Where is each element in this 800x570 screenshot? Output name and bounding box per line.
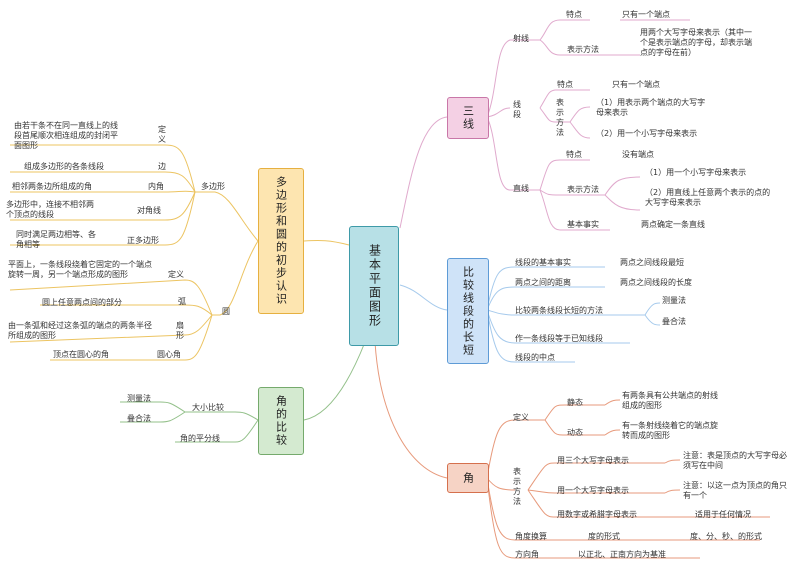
angle-definition-label[interactable]: 定义 [513,413,529,422]
angle-size-compare-label[interactable]: 大小比较 [192,403,224,412]
angle-dynamic-label[interactable]: 动态 [567,428,583,437]
construct-segment[interactable]: 作一条线段等于已知线段 [515,334,603,343]
polygon-angle[interactable]: 相邻两条边所组成的角 [12,182,92,191]
distance-label[interactable]: 两点之间的距离 [515,278,571,287]
connector-center-sanxian [399,116,448,229]
angle-compare-overlap[interactable]: 叠合法 [127,414,151,423]
center-topic[interactable]: 基本平面图形 [349,226,399,346]
angle-notation-2-note[interactable]: 注意：以这一点为顶点的角只有一个 [683,481,787,500]
line-fact[interactable]: 两点确定一条直线 [641,220,705,229]
ray-feature[interactable]: 只有一个端点 [622,10,670,19]
line-notation-label[interactable]: 表示方法 [567,185,599,194]
segment-feature[interactable]: 只有一个端点 [612,80,660,89]
segment-fact[interactable]: 两点之间线段最短 [620,258,684,267]
arc-label[interactable]: 弧 [178,297,186,306]
angle-dynamic-text[interactable]: 有一条射线绕着它的端点旋转而成的图形 [622,421,718,440]
compare-method-overlap[interactable]: 叠合法 [662,317,686,326]
angle-static-label[interactable]: 静态 [567,398,583,407]
central-angle[interactable]: 顶点在圆心的角 [53,350,109,359]
line-feature[interactable]: 没有端点 [622,150,654,159]
branch-jiaobijiao[interactable]: 角的比较 [258,387,304,455]
arc[interactable]: 圆上任意两点间的部分 [42,298,122,307]
ray-feature-label[interactable]: 特点 [566,10,582,19]
line-fact-label[interactable]: 基本事实 [567,220,599,229]
angle-notation-1-note[interactable]: 注意：表是顶点的大写字母必须写在中间 [683,451,787,470]
angle-notation-3-note[interactable]: 适用于任何情况 [695,510,751,519]
branch-jiao[interactable]: 角 [447,463,489,493]
sector-label[interactable]: 扇形 [176,321,184,340]
segment-notation-label[interactable]: 表示方法 [556,98,564,137]
line-feature-label[interactable]: 特点 [566,150,582,159]
branch-duobian[interactable]: 多边形和圆的初步认识 [258,168,304,314]
segment-method-1[interactable]: （1）用表示两个端点的大写字母来表示 [596,98,706,117]
jiao-connectors [486,399,770,559]
polygon-side-label[interactable]: 边 [158,162,166,171]
direction-angle-label[interactable]: 方向角 [515,550,539,559]
ray-notation[interactable]: 用两个大写字母来表示（其中一个是表示端点的字母，却表示端点的字母在前） [640,28,752,57]
polygon-label[interactable]: 多边形 [201,182,225,191]
angle-notation-label[interactable]: 表示方法 [513,467,521,506]
bijiao-connectors [486,266,661,363]
segment-feature-label[interactable]: 特点 [557,80,573,89]
angle-conversion-label[interactable]: 角度换算 [515,532,547,541]
circle-def-label[interactable]: 定义 [168,270,184,279]
polygon-def-label[interactable]: 定义 [158,125,166,144]
polygon-angle-label[interactable]: 内角 [148,182,164,191]
connector-center-jiao [374,341,448,479]
polygon-regular[interactable]: 同时满足两边相等、各角相等 [16,230,96,249]
line-label[interactable]: 直线 [513,184,529,193]
jiaobijiao-connectors [120,401,259,443]
distance[interactable]: 两点之间线段的长度 [620,278,692,287]
branch-bijiao[interactable]: 比较线段的长短 [447,258,489,364]
circle-def[interactable]: 平面上，一条线段绕着它固定的一个端点旋转一周，另一个端点形成的图形 [8,260,152,279]
angle-notation-1[interactable]: 用三个大写字母表示 [557,456,629,465]
sector[interactable]: 由一条弧和经过这条弧的端点的两条半径所组成的图形 [8,321,152,340]
polygon-side[interactable]: 组成多边形的各条线段 [24,162,104,171]
polygon-regular-label[interactable]: 正多边形 [127,236,159,245]
connector-center-jiaobijiao [303,341,366,421]
angle-bisector[interactable]: 角的平分线 [180,434,220,443]
duobian-connectors [9,144,259,361]
direction-angle[interactable]: 以正北、正南方向为基准 [578,550,666,559]
compare-method-label[interactable]: 比较两条线段长短的方法 [515,306,603,315]
circle-label[interactable]: 圆 [222,307,230,316]
compare-method-measure[interactable]: 测量法 [662,296,686,305]
polygon-diagonal-label[interactable]: 对角线 [137,206,161,215]
polygon-def[interactable]: 由若干条不在同一直线上的线段首尾顺次相连组成的封闭平面图形 [14,121,118,150]
segment-fact-label[interactable]: 线段的基本事实 [515,258,571,267]
angle-conversion-form[interactable]: 度的形式 [588,532,620,541]
central-angle-label[interactable]: 圆心角 [157,350,181,359]
ray-notation-label[interactable]: 表示方法 [567,45,599,54]
line-method-2[interactable]: （2）用直线上任意两个表示的点的大写字母来表示 [645,188,771,207]
segment-method-2[interactable]: （2）用一个小写字母来表示 [596,129,698,138]
ray-label[interactable]: 射线 [513,34,529,43]
angle-static-text[interactable]: 有两条具有公共端点的射线组成的图形 [622,391,718,410]
angle-compare-measure[interactable]: 测量法 [127,394,151,403]
branch-sanxian[interactable]: 三线 [447,97,489,139]
connector-center-bijiao [399,284,448,311]
segment-label[interactable]: 线段 [513,100,521,119]
sanxian-connectors [486,19,690,231]
angle-conversion-units[interactable]: 度、分、秒、的形式 [690,532,762,541]
connector-center-duobian [303,240,350,246]
segment-midpoint[interactable]: 线段的中点 [515,353,555,362]
line-method-1[interactable]: （1）用一个小写字母来表示 [645,168,747,177]
polygon-diagonal[interactable]: 多边形中，连接不相邻两个顶点的线段 [6,200,94,219]
angle-notation-2[interactable]: 用一个大写字母表示 [557,486,629,495]
angle-notation-3[interactable]: 用数字或希腊字母表示 [557,510,637,519]
